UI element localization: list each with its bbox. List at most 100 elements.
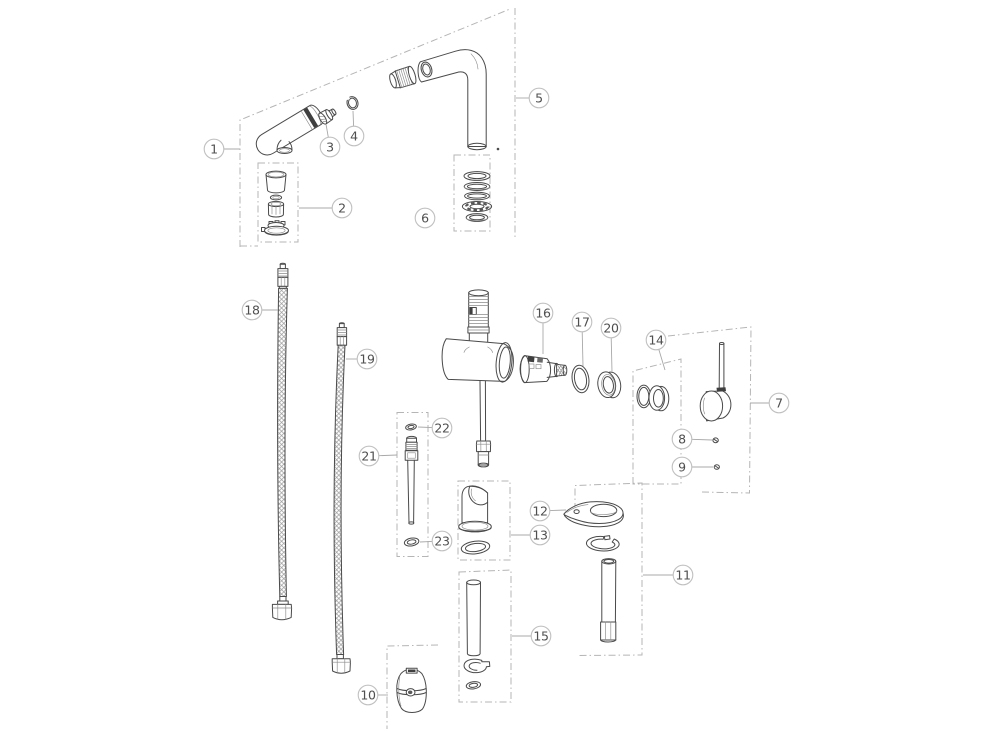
pipe-15 [463, 579, 491, 690]
oring-22 [405, 423, 417, 431]
callout-number: 5 [535, 90, 543, 105]
callout-number: 10 [360, 687, 376, 702]
callout-leader [658, 349, 666, 371]
callout-number: 8 [678, 431, 686, 446]
callout-circle [331, 197, 353, 219]
escutcheon-plate [563, 501, 624, 528]
threaded-shank [600, 558, 617, 643]
callout-circle [529, 500, 551, 522]
callout-3: 3 [319, 123, 341, 158]
callout-circle [600, 317, 622, 339]
oring-23 [403, 537, 420, 547]
callout-leader [352, 110, 355, 127]
check-valve [318, 108, 337, 125]
snap-ring [345, 96, 359, 110]
callout-4: 4 [343, 110, 365, 147]
callout-number: 11 [675, 567, 690, 582]
boundary-group-10 [386, 644, 439, 729]
callout-number: 19 [359, 351, 375, 366]
callout-number: 1 [210, 141, 218, 156]
spacer-rings [636, 384, 670, 412]
callout-18: 18 [241, 299, 278, 321]
callout-22: 22 [417, 417, 453, 439]
spray-head [255, 104, 324, 156]
callout-13: 13 [511, 524, 551, 546]
callout-17: 17 [571, 311, 593, 367]
boundary-group-15 [458, 569, 512, 703]
callout-21: 21 [358, 445, 398, 467]
boundary-group-2 [257, 162, 299, 243]
callout-leader [417, 426, 433, 429]
phantom-boundaries [239, 8, 752, 729]
callout-leader [378, 454, 398, 457]
callout-number: 23 [434, 533, 449, 548]
callout-number: 20 [603, 320, 619, 335]
callout-circle [203, 138, 225, 160]
callout-leader [691, 438, 713, 441]
faucet-body [441, 289, 514, 468]
boundary-group-7 [667, 326, 752, 494]
callout-19: 19 [346, 348, 378, 370]
callout-leader [419, 540, 433, 543]
callout-circle [571, 311, 593, 333]
body-top-connector [467, 289, 490, 348]
c-clip [585, 535, 620, 552]
callout-number: 21 [361, 448, 376, 463]
callout-5: 5 [516, 87, 550, 109]
boundary-group-21 [396, 412, 429, 557]
callout-6: 6 [414, 207, 436, 229]
callout-12: 12 [529, 500, 567, 522]
callout-circle [532, 302, 554, 324]
callout-16: 16 [532, 302, 554, 354]
boundary-group-14 [632, 358, 682, 485]
callout-15: 15 [512, 625, 552, 647]
set-screw-9 [713, 464, 720, 470]
handle [699, 342, 732, 422]
callout-number: 13 [532, 527, 547, 542]
callout-leader [549, 509, 567, 512]
boundary-group-6 [453, 154, 491, 232]
callout-number: 18 [244, 302, 260, 317]
callout-circle [528, 87, 550, 109]
cartridge [519, 355, 568, 384]
callout-circle [241, 299, 263, 321]
spray-head-stub [276, 139, 293, 154]
callout-23: 23 [419, 530, 453, 552]
callout-11: 11 [643, 564, 694, 586]
callout-circle [645, 329, 667, 351]
aerator-assembly [261, 170, 289, 236]
callout-circle [671, 456, 693, 478]
callout-10: 10 [357, 684, 388, 706]
spout-adapter [389, 65, 417, 89]
callout-circle [358, 445, 380, 467]
callout-number: 15 [533, 628, 548, 643]
callout-2: 2 [299, 197, 353, 219]
oring-17 [571, 364, 590, 394]
body-barrel [441, 338, 514, 382]
callout-leader [610, 337, 613, 373]
callout-8: 8 [671, 428, 713, 450]
callout-7: 7 [750, 392, 790, 414]
callout-circle [357, 684, 379, 706]
ring-nut [597, 371, 622, 399]
callout-number: 17 [574, 314, 589, 329]
set-screw-8 [712, 437, 719, 444]
callout-circle [431, 530, 453, 552]
callout-circle [672, 564, 694, 586]
spout-ring [420, 61, 433, 78]
spout-tube [389, 49, 500, 151]
callout-1: 1 [203, 138, 240, 160]
callout-circle [671, 428, 693, 450]
callout-number: 16 [535, 305, 551, 320]
supply-hose-18 [271, 262, 293, 621]
callout-circle [529, 524, 551, 546]
callout-number: 22 [434, 420, 449, 435]
callout-number: 4 [350, 128, 358, 143]
callout-circle [414, 207, 436, 229]
callout-circle [530, 625, 552, 647]
boundary-group-13 [457, 480, 511, 561]
callout-number: 3 [326, 139, 334, 154]
callout-number: 9 [678, 459, 686, 474]
